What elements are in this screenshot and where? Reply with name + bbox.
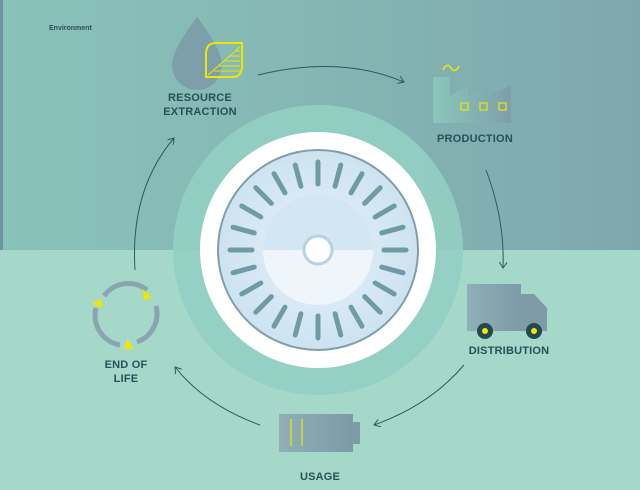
dial-tick [372, 203, 397, 220]
arrow-endoflife-to-extraction [134, 138, 174, 271]
label-line: LIFE [113, 373, 139, 385]
label-line: RESOURCE [168, 92, 232, 104]
dial-tick [332, 311, 344, 338]
dial-tick [271, 171, 288, 196]
water-drop-leaf-icon [172, 17, 243, 90]
truck-icon [467, 284, 547, 339]
dial-ticks [227, 159, 409, 341]
central-dial [173, 105, 463, 395]
dial-tick [348, 304, 365, 329]
dial-tick [348, 171, 365, 196]
environment-title: Environment [49, 25, 92, 32]
dial-tick [372, 280, 397, 297]
stage-label-end-of-life: END OF LIFE [96, 358, 156, 386]
arrow-usage-to-endoflife [175, 367, 261, 426]
arrow-production-to-distribution [485, 169, 503, 268]
dial-tick [362, 294, 383, 315]
stage-label-resource-extraction: RESOURCE EXTRACTION [160, 91, 240, 119]
dial-tick [271, 304, 288, 329]
stage-label-usage: USAGE [299, 471, 341, 483]
dial-tick [379, 264, 406, 276]
recycle-icon [92, 281, 160, 349]
stage-label-production: PRODUCTION [437, 133, 513, 145]
arrow-distribution-to-usage [374, 364, 465, 425]
dial-tick [239, 280, 264, 297]
factory-icon [433, 64, 511, 123]
dial-tick [253, 185, 274, 206]
dial-tick [332, 162, 344, 189]
left-edge [0, 0, 3, 250]
dial-tick [239, 203, 264, 220]
inner-upper-half [263, 195, 373, 250]
stage-label-distribution: DISTRIBUTION [468, 345, 550, 357]
dial-tick [379, 224, 406, 236]
battery-icon [279, 414, 360, 452]
center-knob [302, 234, 334, 266]
dial-tick [362, 185, 383, 206]
arrow-extraction-to-production [257, 66, 404, 82]
dial-tick [230, 224, 257, 236]
dial-tick [230, 264, 257, 276]
dial-tick [253, 294, 274, 315]
dial-tick [292, 311, 304, 338]
label-line: EXTRACTION [163, 106, 237, 118]
label-line: END OF [104, 359, 148, 371]
inner-lower-half [263, 250, 373, 305]
dial-tick [292, 162, 304, 189]
